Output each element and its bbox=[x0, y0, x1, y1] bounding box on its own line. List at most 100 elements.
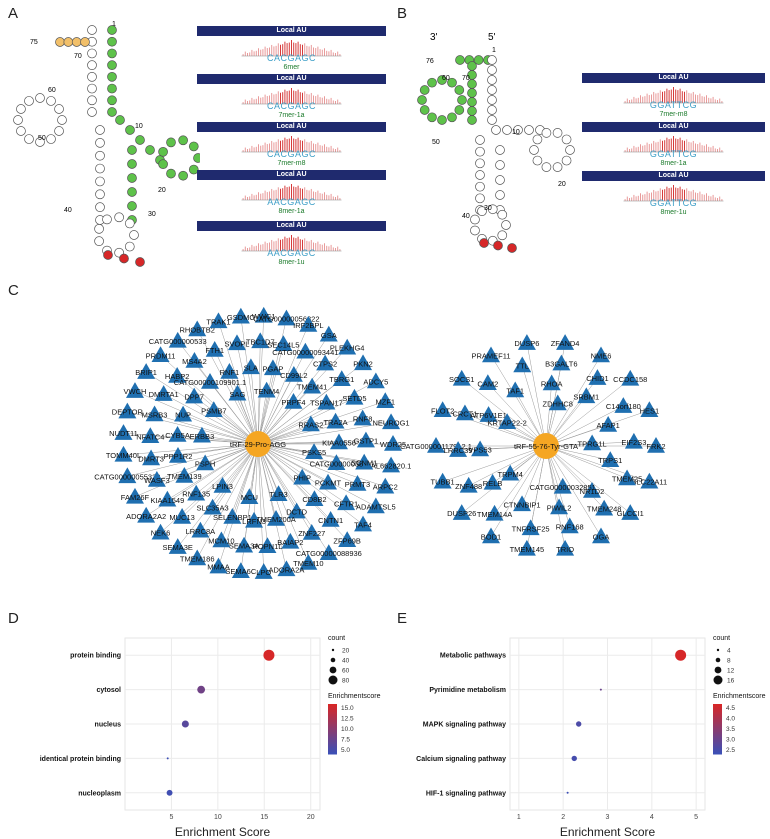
trna-b-label-1: 1 bbox=[492, 47, 496, 54]
nucleotide bbox=[158, 146, 168, 157]
network_right-node bbox=[552, 354, 571, 371]
color-legend-label: 2.5 bbox=[726, 747, 735, 754]
nucleotide bbox=[475, 146, 485, 157]
network_left-node-label: ADAMTSL5 bbox=[356, 503, 396, 512]
network_right-node-label: RNF168 bbox=[556, 522, 584, 531]
nucleotide bbox=[188, 141, 199, 152]
category-label: Pyrimidine metabolism bbox=[429, 687, 506, 694]
nucleotide bbox=[495, 160, 505, 170]
color-legend-step bbox=[328, 720, 337, 723]
nucleotide bbox=[63, 37, 74, 47]
site-header: Local AU bbox=[197, 26, 386, 36]
nucleotide bbox=[46, 134, 56, 144]
network_left-node bbox=[137, 363, 156, 379]
network_right-node-label: TMEM14A bbox=[477, 510, 512, 519]
network_left-node-label: SCNM1 bbox=[351, 459, 377, 468]
color-legend-step bbox=[328, 732, 337, 735]
network_right-node-label: TAF1 bbox=[506, 387, 524, 396]
network_left-node-label: CD99L2 bbox=[280, 371, 308, 380]
network_left-edge bbox=[257, 397, 355, 445]
network_left-node-label: TMEM200A bbox=[256, 515, 296, 524]
site-sequence: GGATTCG bbox=[649, 198, 698, 208]
network_left-node-label: TBRG1 bbox=[329, 375, 354, 384]
network_left-node-label: CATG000000533 bbox=[149, 337, 207, 346]
network_left-node bbox=[231, 562, 250, 578]
network_right-node bbox=[592, 527, 610, 544]
network_right-node-label: CATG00000117912.1 bbox=[400, 442, 472, 451]
size-legend-label: 40 bbox=[342, 658, 350, 665]
network_left-node bbox=[240, 488, 259, 504]
nucleotide bbox=[107, 48, 117, 59]
nucleotide bbox=[541, 162, 552, 172]
category-label: nucleoplasm bbox=[78, 790, 121, 797]
network_left-edge bbox=[257, 418, 363, 445]
network_left-node-label: MCM10 bbox=[208, 537, 234, 546]
network_right-node bbox=[517, 334, 536, 350]
x-tick-label: 1 bbox=[517, 814, 521, 821]
nucleotide bbox=[95, 202, 105, 212]
network_left-node bbox=[188, 549, 207, 566]
color-legend-step bbox=[328, 708, 337, 711]
color-legend-step bbox=[328, 752, 337, 755]
trna-a-label-75: 75 bbox=[30, 39, 38, 46]
network_left-node-label: FTH1 bbox=[205, 346, 224, 355]
nucleotide bbox=[541, 128, 552, 138]
network_left-node-label: SEC14L5 bbox=[267, 340, 299, 349]
nucleotide bbox=[487, 204, 498, 215]
network_left-node bbox=[382, 413, 401, 430]
network_left-node-label: SVOPL bbox=[224, 339, 249, 348]
color-legend-step bbox=[713, 722, 722, 725]
network_left-node bbox=[305, 490, 324, 506]
network_right-node bbox=[556, 334, 575, 350]
nucleotide bbox=[467, 61, 477, 71]
network_left-edge bbox=[184, 443, 259, 477]
nucleotide bbox=[454, 85, 465, 95]
network_left-edge bbox=[257, 443, 376, 507]
network_left-node-label: SEMA3A bbox=[229, 542, 259, 551]
nucleotide bbox=[129, 230, 139, 240]
nucleotide bbox=[87, 83, 97, 94]
network_right-node-label: CCDC158 bbox=[613, 375, 647, 384]
network_left-node-label: ADORA2A2 bbox=[126, 512, 166, 521]
color-legend-step bbox=[328, 730, 337, 733]
network_right-node bbox=[498, 413, 517, 430]
nucleotide bbox=[475, 193, 485, 204]
color-legend-step bbox=[713, 710, 722, 713]
data-point bbox=[263, 649, 275, 661]
network_left-node bbox=[338, 338, 357, 355]
network_left-node-label: ZNF227 bbox=[298, 529, 325, 538]
nucleotide bbox=[103, 250, 113, 260]
network_left-node-label: SLA bbox=[244, 363, 258, 372]
network_right-node-label: OGA bbox=[593, 532, 610, 541]
network_left-node bbox=[293, 468, 312, 485]
site-sequence: CACGAGC bbox=[266, 149, 316, 159]
nucleotide bbox=[475, 181, 485, 192]
network_left-node-label: CATG00000038 bbox=[310, 459, 364, 468]
network_right-center-node bbox=[533, 433, 559, 459]
network_left-node bbox=[168, 426, 187, 442]
size-legend-label: 60 bbox=[342, 668, 350, 675]
network_left-node-label: BRIP1 bbox=[135, 368, 157, 377]
nucleotide bbox=[95, 138, 105, 148]
nucleotide bbox=[437, 115, 447, 125]
network_left-edge bbox=[177, 443, 259, 457]
network_left-node-label: NEK6 bbox=[151, 529, 171, 538]
network_left-node bbox=[332, 370, 351, 386]
network_right-node bbox=[433, 401, 452, 418]
network_left-edge bbox=[257, 443, 309, 564]
color-legend-step bbox=[328, 748, 337, 751]
network_left-node-label: SLC35A3 bbox=[197, 504, 229, 513]
network_left-node bbox=[354, 515, 373, 532]
network_left-edge bbox=[257, 443, 268, 547]
color-legend-title: Enrichmentscore bbox=[713, 693, 766, 700]
network_right-edge bbox=[522, 365, 547, 447]
network_right-node-label: FRK2 bbox=[646, 442, 665, 451]
network_left-edge bbox=[154, 414, 259, 445]
network_right-node-label: RHOA bbox=[541, 380, 563, 389]
color-legend-step bbox=[328, 734, 337, 737]
network_right-node bbox=[553, 477, 572, 494]
nucleotide bbox=[470, 214, 480, 225]
network_left-node bbox=[114, 424, 133, 440]
network_right-node-label: TNFRSF25 bbox=[512, 524, 550, 533]
